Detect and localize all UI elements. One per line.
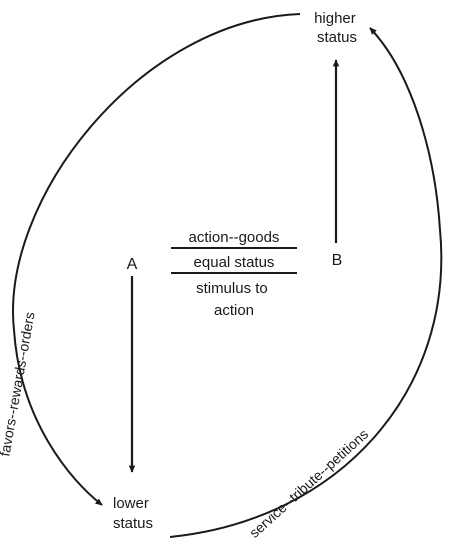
higher-status-label: higher status — [314, 10, 360, 46]
left-curve-arrow — [12, 13, 301, 506]
left-curve-label: favors--rewards--orders — [0, 311, 38, 458]
center-middle-label: equal status — [194, 254, 275, 271]
node-a-label: A — [127, 256, 138, 273]
right-curve-label: service--tribute--petitions — [246, 426, 371, 541]
right-curve-arrow — [169, 27, 443, 538]
center-bottom-label: stimulus to action — [196, 280, 272, 319]
node-b-label: B — [332, 252, 343, 269]
lower-status-label: lower status — [113, 495, 153, 532]
center-top-label: action--goods — [189, 229, 280, 246]
